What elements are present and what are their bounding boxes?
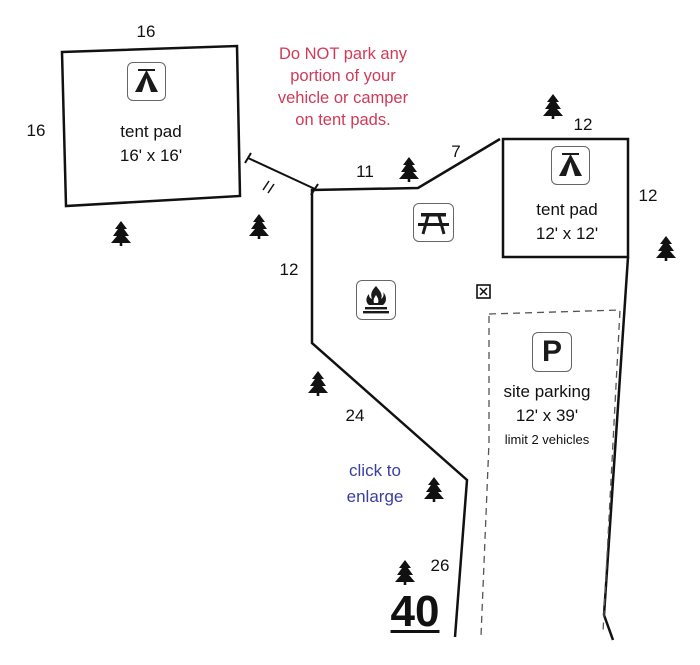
path-break-mark xyxy=(267,183,275,194)
warning-line-3: vehicle or camper xyxy=(277,89,409,107)
tree-icon xyxy=(111,221,131,246)
parking-area-outline xyxy=(480,316,490,637)
tent-path-segment xyxy=(247,157,316,190)
tent-pad-left-title: tent pad xyxy=(120,122,182,141)
tent-pad-left-outline xyxy=(60,44,242,208)
dimension-12: 12 xyxy=(279,260,299,279)
tree-icon xyxy=(399,157,419,182)
warning-line-1: Do NOT park any xyxy=(278,45,408,63)
parking-vehicle-limit: limit 2 vehicles xyxy=(504,432,590,447)
tent-icon xyxy=(551,146,590,185)
tent-pad-left-size: 16' x 16' xyxy=(119,146,183,165)
tent-pad-left-width: 16 xyxy=(136,22,156,41)
tent-icon xyxy=(127,62,166,101)
site-boundary-left xyxy=(310,137,501,638)
dimension-26: 26 xyxy=(430,556,450,575)
parking-size: 12' x 39' xyxy=(515,406,579,425)
enlarge-link-line-2[interactable]: enlarge xyxy=(346,487,404,506)
tent-path-end-cap xyxy=(310,183,319,196)
site-number: 40 xyxy=(390,587,440,636)
enlarge-link-line-1[interactable]: click to xyxy=(349,461,401,480)
tree-icon xyxy=(656,236,676,261)
warning-line-2: portion of your xyxy=(290,67,396,85)
dimension-24: 24 xyxy=(345,406,365,425)
click-to-enlarge-link[interactable]: click to enlarge xyxy=(347,458,404,510)
tent-pad-left-label: tent pad 16' x 16' xyxy=(120,120,182,168)
tree-icon xyxy=(249,214,269,239)
path-break-mark xyxy=(262,180,270,191)
dimension-11: 11 xyxy=(356,162,374,181)
warning-line-4: on tent pads. xyxy=(295,111,391,129)
tent-pad-right-title: tent pad xyxy=(536,200,598,219)
tree-icon xyxy=(308,371,328,396)
parking-icon: P xyxy=(532,332,572,372)
tent-pad-right-outline xyxy=(501,137,630,259)
tent-pad-right-width: 12 xyxy=(573,115,593,134)
no-parking-warning: Do NOT park any portion of your vehicle … xyxy=(260,43,426,131)
parking-title: site parking xyxy=(503,382,591,401)
tent-pad-left-depth: 16 xyxy=(26,121,46,140)
parking-icon-letter: P xyxy=(541,335,562,368)
dimension-7: 7 xyxy=(451,142,461,161)
tent-pad-right-label: tent pad 12' x 12' xyxy=(536,198,598,246)
picnic-table-icon xyxy=(413,203,454,242)
parking-label: site parking 12' x 39' limit 2 vehicles xyxy=(504,380,591,452)
tent-path-end-cap xyxy=(244,152,252,164)
tree-icon xyxy=(543,94,563,119)
tent-pad-right-depth: 12 xyxy=(638,186,658,205)
tent-pad-right-size: 12' x 12' xyxy=(535,224,599,243)
tree-icon xyxy=(395,560,415,585)
site-boundary-right xyxy=(602,256,630,641)
fire-ring-icon xyxy=(356,280,396,320)
utility-box-icon xyxy=(476,284,491,299)
tree-icon xyxy=(424,477,444,502)
